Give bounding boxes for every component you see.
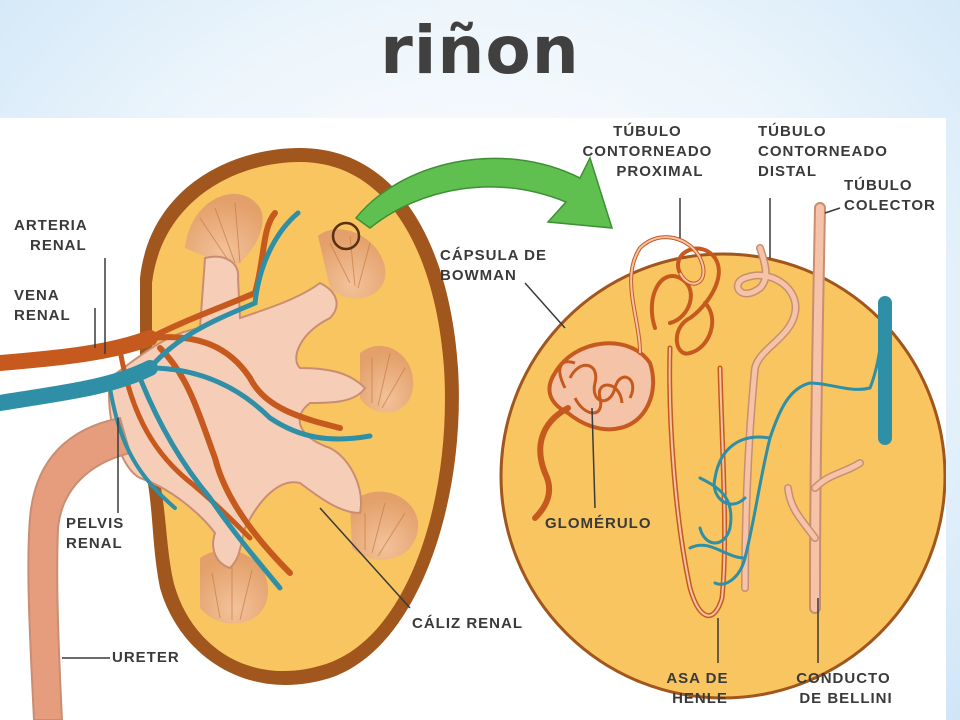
label-glomerulo: GLOMÉRULO [545,515,652,532]
label-tubulo-distal: TÚBULO CONTORNEADO DISTAL [758,122,893,180]
slide-title: riñon [380,12,580,89]
label-asa-henle: ASA DE HENLE [666,670,733,707]
ureter [27,416,132,720]
label-arteria-renal: ARTERIA RENAL [14,217,92,254]
kidney-figure: ARTERIA RENAL VENA RENAL PELVIS RENAL UR… [0,118,946,720]
renal-vein [0,210,373,591]
glomerulus [558,360,635,415]
label-caliz-renal: CÁLIZ RENAL [412,615,523,632]
proximal-tubule-inner [630,236,705,354]
distal-convoluted-tubule [733,244,800,592]
collecting-duct [784,202,864,614]
renal-pelvis [108,255,367,570]
label-vena-renal: VENA RENAL [14,287,71,324]
label-ureter: URETER [112,649,180,666]
afferent-arteriole [532,405,571,521]
magnify-arrow [354,156,614,229]
leader-lines [62,198,841,663]
magnified-region-marker [331,221,361,251]
kidney-diagram: ARTERIA RENAL VENA RENAL PELVIS RENAL UR… [0,122,946,720]
label-tubulo-proximal: TÚBULO CONTORNEADO PROXIMAL [582,122,717,180]
loop-of-henle [667,345,728,619]
label-capsula-bowman: CÁPSULA DE BOWMAN [440,247,552,284]
label-conducto-bellini: CONDUCTO DE BELLINI [796,670,896,707]
label-tubulo-colector: TÚBULO COLECTOR [844,176,936,214]
renal-pyramids [185,193,419,624]
peritubular-capillaries [688,316,887,586]
label-pelvis-renal: PELVIS RENAL [66,515,129,552]
